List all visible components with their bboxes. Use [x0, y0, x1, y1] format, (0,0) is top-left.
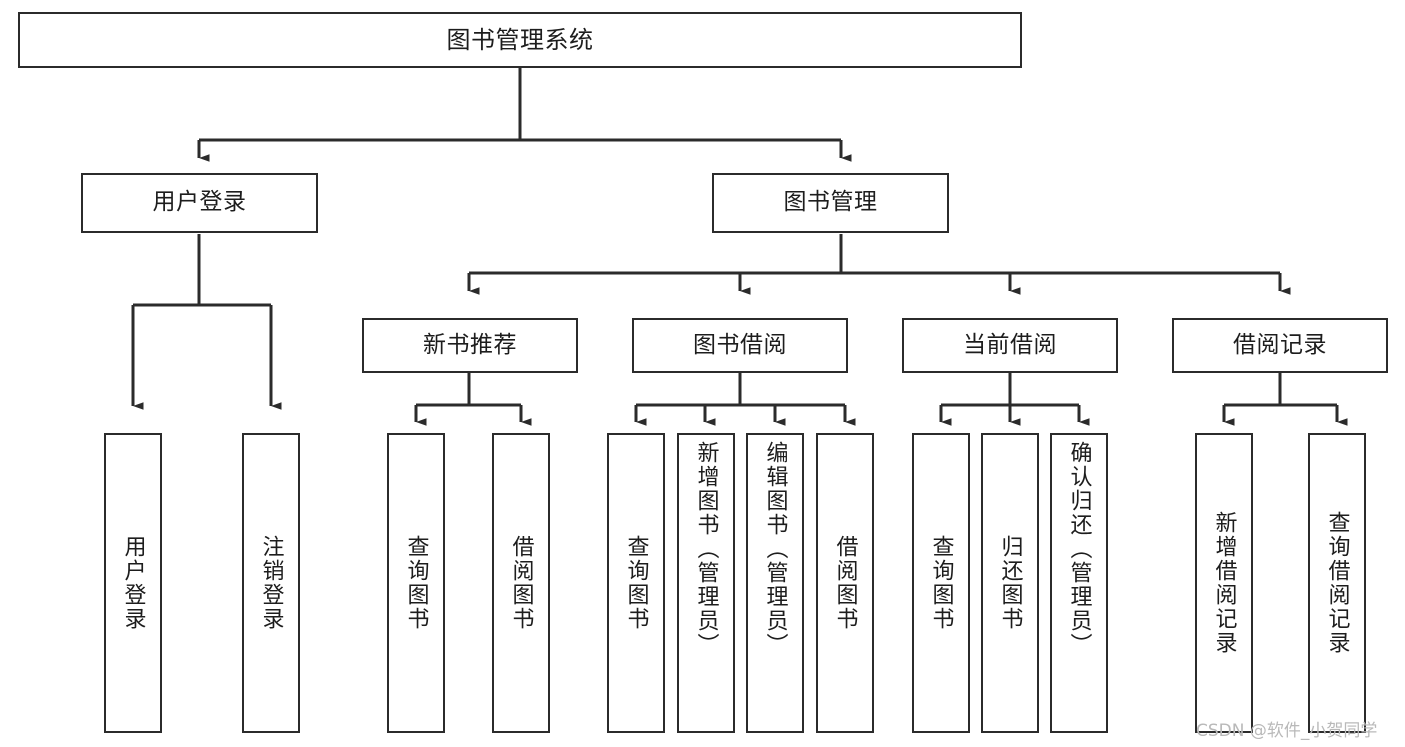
node-book-borrow[interactable]: 图书借阅	[632, 318, 848, 373]
csdn-watermark: CSDN @软件_小贺同学	[1196, 721, 1378, 741]
node-leaf-query-book-3[interactable]: 查询图书	[912, 433, 970, 733]
node-new-book-recommend-label: 新书推荐	[423, 331, 517, 358]
node-leaf-user-logout[interactable]: 注销登录	[242, 433, 300, 733]
node-leaf-user-logout-label: 注销登录	[258, 535, 284, 631]
node-leaf-edit-book-label: 编辑图书（管理员）	[762, 441, 788, 657]
node-leaf-query-record-label: 查询借阅记录	[1324, 511, 1350, 655]
node-leaf-borrow-book-1-label: 借阅图书	[508, 535, 534, 631]
node-borrow-record-label: 借阅记录	[1233, 331, 1327, 358]
node-leaf-user-login[interactable]: 用户登录	[104, 433, 162, 733]
node-borrow-record[interactable]: 借阅记录	[1172, 318, 1388, 373]
node-root[interactable]: 图书管理系统	[18, 12, 1022, 68]
node-leaf-add-record-label: 新增借阅记录	[1211, 511, 1237, 655]
node-leaf-borrow-book-2-label: 借阅图书	[832, 535, 858, 631]
node-leaf-query-book-3-label: 查询图书	[928, 535, 954, 631]
node-leaf-query-book-2-label: 查询图书	[623, 535, 649, 631]
node-leaf-confirm-return[interactable]: 确认归还（管理员）	[1050, 433, 1108, 733]
node-new-book-recommend[interactable]: 新书推荐	[362, 318, 578, 373]
node-leaf-add-book-label: 新增图书（管理员）	[693, 441, 719, 657]
node-leaf-edit-book[interactable]: 编辑图书（管理员）	[746, 433, 804, 733]
node-leaf-add-book[interactable]: 新增图书（管理员）	[677, 433, 735, 733]
node-current-borrow[interactable]: 当前借阅	[902, 318, 1118, 373]
node-current-borrow-label: 当前借阅	[963, 331, 1057, 358]
node-leaf-query-book-1[interactable]: 查询图书	[387, 433, 445, 733]
node-book-management-label: 图书管理	[783, 189, 878, 216]
node-root-label: 图书管理系统	[446, 25, 594, 54]
node-leaf-query-book-2[interactable]: 查询图书	[607, 433, 665, 733]
node-leaf-query-record[interactable]: 查询借阅记录	[1308, 433, 1366, 733]
node-leaf-return-book-label: 归还图书	[997, 535, 1023, 631]
node-leaf-query-book-1-label: 查询图书	[403, 535, 429, 631]
node-leaf-return-book[interactable]: 归还图书	[981, 433, 1039, 733]
node-book-borrow-label: 图书借阅	[693, 331, 787, 358]
node-user-login[interactable]: 用户登录	[81, 173, 318, 233]
node-leaf-add-record[interactable]: 新增借阅记录	[1195, 433, 1253, 733]
node-leaf-confirm-return-label: 确认归还（管理员）	[1066, 441, 1092, 657]
node-book-management[interactable]: 图书管理	[712, 173, 949, 233]
node-leaf-borrow-book-1[interactable]: 借阅图书	[492, 433, 550, 733]
node-leaf-user-login-label: 用户登录	[120, 535, 146, 631]
node-user-login-label: 用户登录	[152, 189, 247, 216]
node-leaf-borrow-book-2[interactable]: 借阅图书	[816, 433, 874, 733]
